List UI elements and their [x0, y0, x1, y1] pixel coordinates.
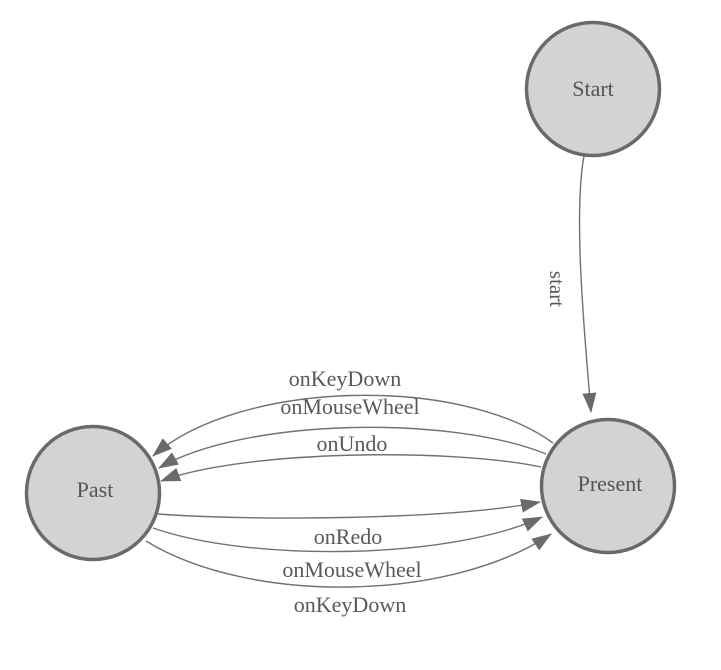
state-node-present-label: Present [578, 471, 643, 496]
edge-past-to-present-mousewheel: onMouseWheel [152, 516, 543, 582]
state-node-past-label: Past [77, 477, 114, 502]
state-node-start-label: Start [572, 76, 614, 101]
edge-present-to-past-keydown: onKeyDown [152, 366, 554, 457]
edge-present-to-past-undo: onUndo [160, 431, 542, 482]
edge-label-onredo: onRedo [314, 524, 382, 549]
state-node-present: Present [539, 417, 677, 555]
state-node-past-circle [24, 424, 162, 562]
state-node-present-circle [539, 417, 677, 555]
state-node-past: Past [24, 424, 162, 562]
edge-label-onkeydown-bottom: onKeyDown [294, 592, 406, 617]
edge-label-onmousewheel-bottom: onMouseWheel [282, 557, 421, 582]
edge-label-onmousewheel-top: onMouseWheel [280, 394, 419, 419]
state-node-start-circle [524, 20, 662, 158]
edge-past-to-present-mousewheel-path [152, 516, 543, 553]
edge-past-to-present-redo-path [157, 498, 541, 519]
edge-past-to-present-redo: onRedo [157, 498, 541, 549]
edge-start-to-present-path [578, 155, 597, 413]
edge-past-to-present-keydown-path [145, 533, 552, 588]
edge-past-to-present-keydown: onKeyDown [145, 533, 552, 617]
edge-present-to-past-mousewheel: onMouseWheel [158, 394, 547, 469]
edge-label-onkeydown-top: onKeyDown [289, 366, 401, 391]
edge-label-start: start [545, 271, 569, 307]
state-node-start: Start [524, 20, 662, 158]
edge-present-to-past-undo-path [160, 454, 542, 482]
edge-label-onundo: onUndo [317, 431, 388, 456]
edge-present-to-past-keydown-path [152, 394, 554, 457]
edge-present-to-past-mousewheel-path [158, 426, 547, 469]
edge-start-to-present: start [545, 155, 597, 413]
